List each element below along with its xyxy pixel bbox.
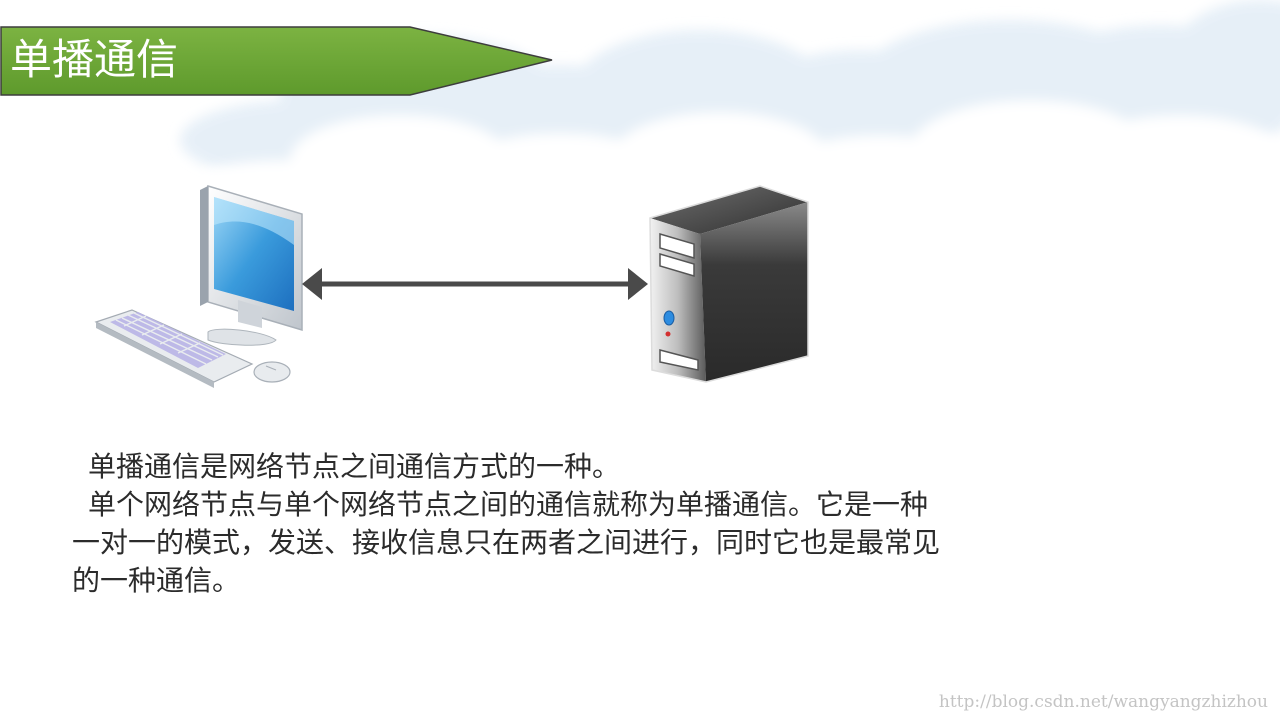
body-text: 单播通信是网络节点之间通信方式的一种。 单个网络节点与单个网络节点之间的通信就称… [72,448,952,600]
desktop-computer-icon [94,184,303,388]
paragraph-detail: 单个网络节点与单个网络节点之间的通信就称为单播通信。它是一种一对一的模式，发送、… [72,488,941,597]
bidirectional-arrow [302,268,648,300]
watermark-url: http://blog.csdn.net/wangyangzhizhou [938,692,1268,712]
title-banner [0,26,553,96]
slide-title: 单播通信 [10,35,179,84]
server-tower-icon [649,185,809,383]
paragraph-intro: 单播通信是网络节点之间通信方式的一种。 [88,450,621,483]
